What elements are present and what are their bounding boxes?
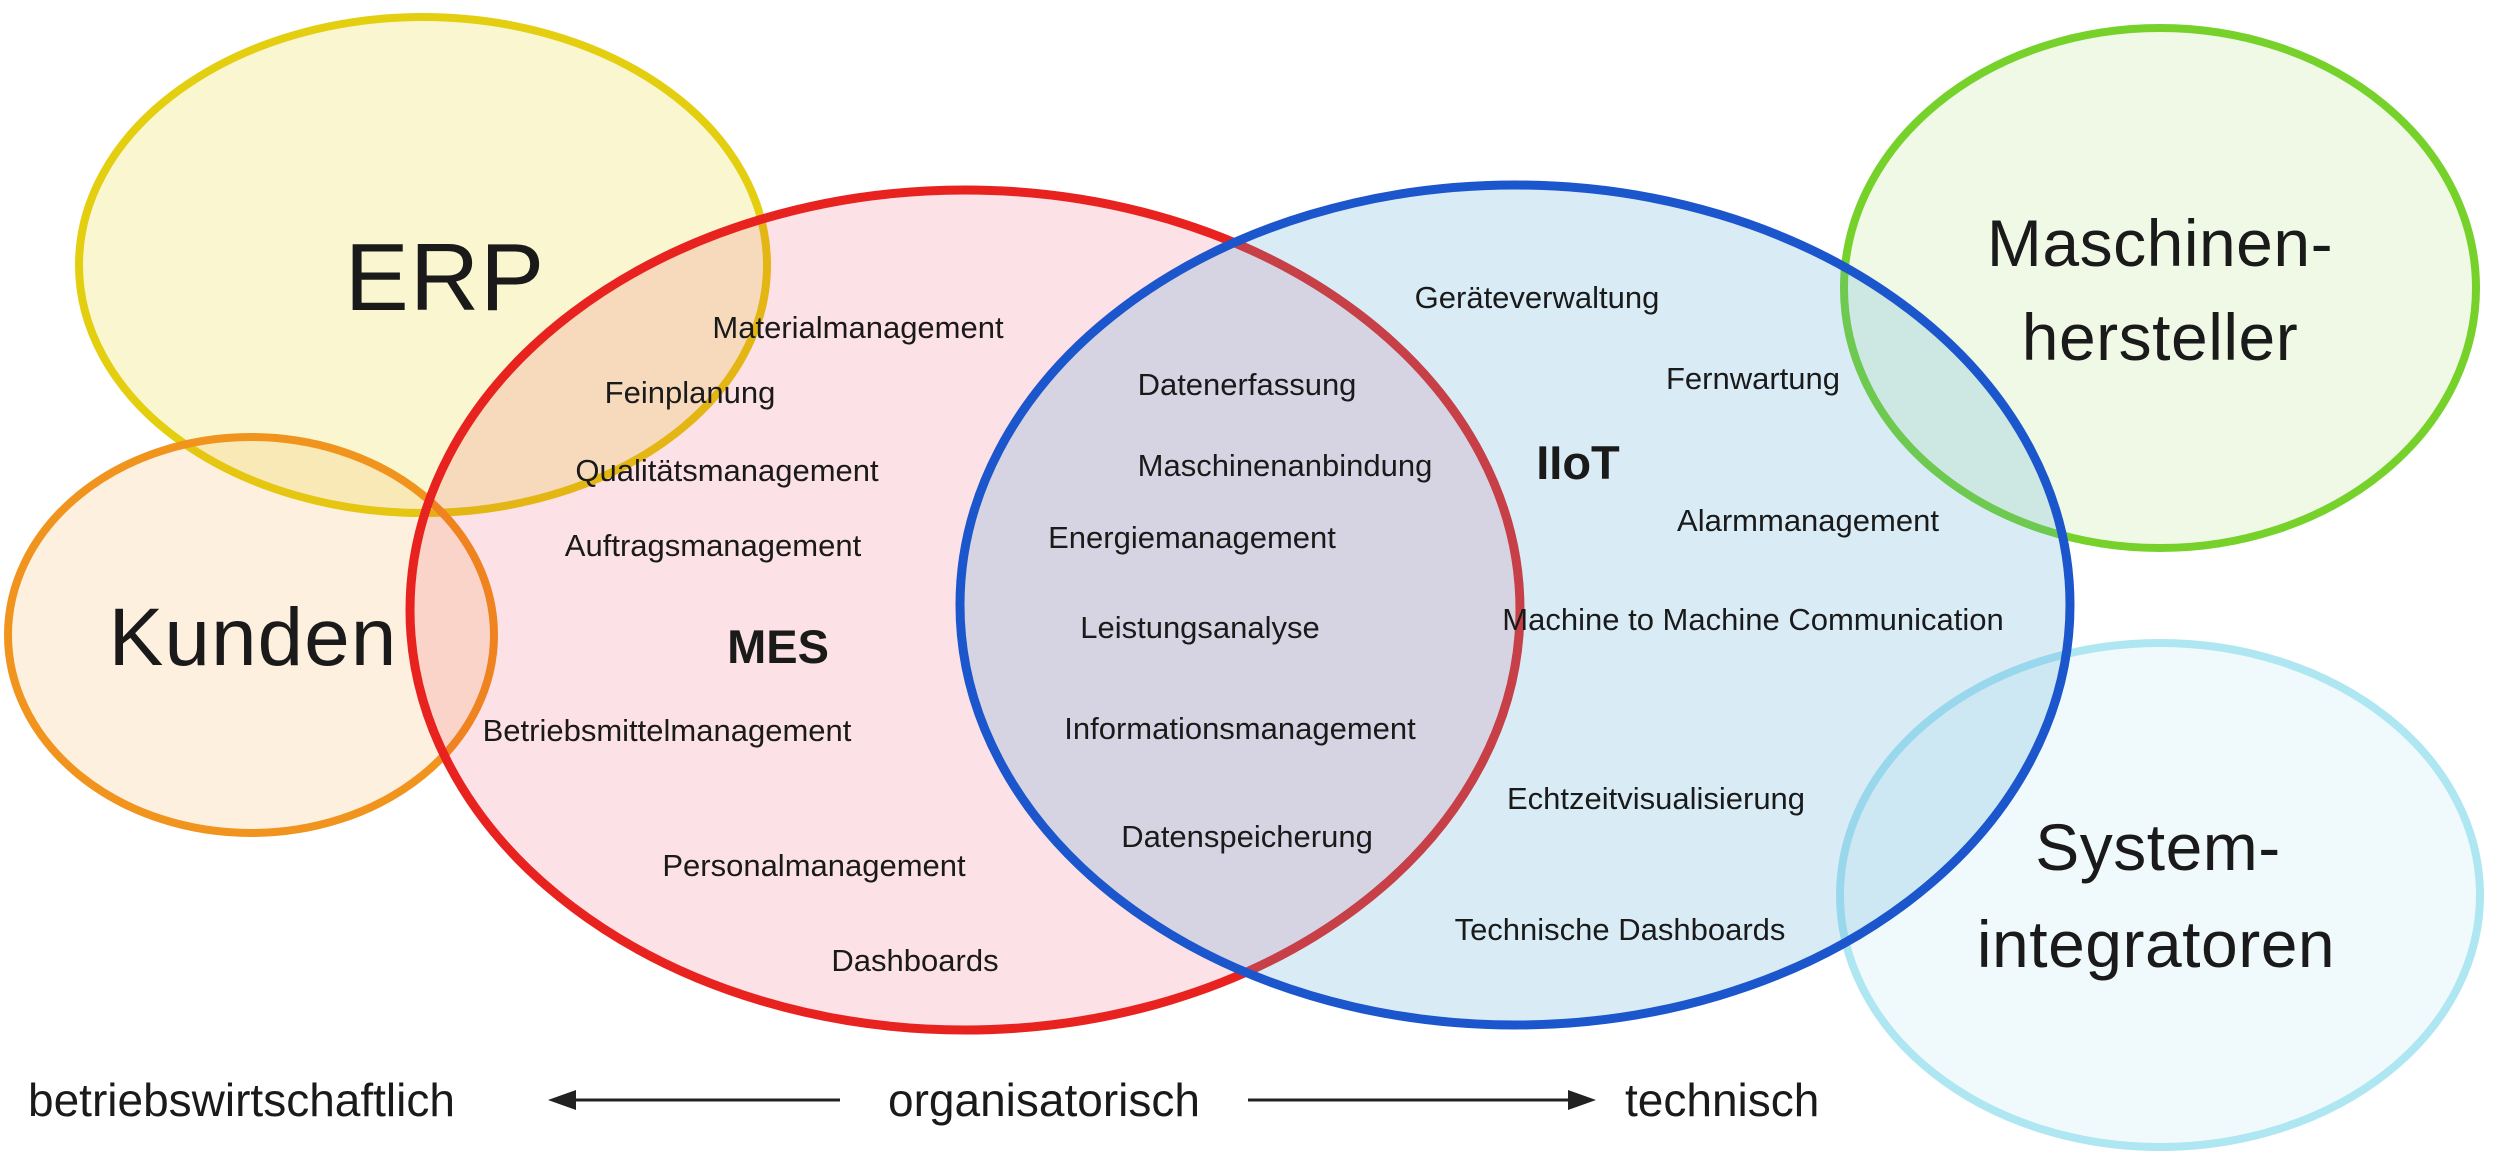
systemintegratoren-ellipse [1836, 639, 2484, 1151]
right-arrowhead-icon [1568, 1090, 1596, 1110]
erp-label: ERP [345, 224, 545, 331]
iiot-item: Echtzeitvisualisierung [1507, 781, 1805, 816]
mes-item: Feinplanung [605, 375, 776, 410]
iiot-item: Geräteverwaltung [1415, 280, 1660, 315]
axis-left-label: betriebswirtschaftlich [28, 1074, 455, 1126]
axis-group: betriebswirtschaftlich organisatorisch t… [28, 1074, 1819, 1126]
mes-item: Dashboards [831, 943, 998, 978]
mes-ellipse [405, 185, 1525, 1035]
mes-label: MES [727, 620, 829, 673]
mes-item: Betriebsmittelmanagement [483, 713, 852, 748]
maschinenhersteller-ellipse [1840, 24, 2480, 552]
shared-item: Datenspeicherung [1121, 819, 1373, 854]
mes-item: Materialmanagement [712, 310, 1004, 345]
iiot-ellipse [955, 180, 2075, 1030]
iiot-item: Fernwartung [1666, 361, 1840, 396]
mes-items-group: Materialmanagement Feinplanung Qualitäts… [483, 310, 1004, 978]
systemintegratoren-label-line2: integratoren [1977, 907, 2335, 981]
kunden-ellipse [4, 433, 498, 837]
shared-item: Informationsmanagement [1064, 711, 1416, 746]
kunden-label: Kunden [109, 592, 398, 683]
shared-item: Maschinenanbindung [1138, 448, 1433, 483]
shared-item: Leistungsanalyse [1080, 610, 1320, 645]
maschinenhersteller-label-line1: Maschinen- [1987, 206, 2333, 280]
iiot-label: IIoT [1536, 436, 1620, 489]
systemintegratoren-label-line1: System- [2035, 810, 2281, 884]
axis-center-label: organisatorisch [888, 1074, 1200, 1126]
iiot-item: Alarmmanagement [1677, 503, 1939, 538]
mes-item: Personalmanagement [662, 848, 966, 883]
maschinenhersteller-label-line2: hersteller [2022, 300, 2298, 374]
mes-item: Auftragsmanagement [565, 528, 862, 563]
axis-right-label: technisch [1625, 1074, 1819, 1126]
shared-item: Datenerfassung [1138, 367, 1357, 402]
shared-item: Energiemanagement [1048, 520, 1336, 555]
iiot-items-group: Geräteverwaltung Fernwartung IIoT Alarmm… [1415, 280, 2004, 947]
iiot-item: Machine to Machine Communication [1502, 602, 2003, 637]
left-arrowhead-icon [548, 1090, 576, 1110]
iiot-item: Technische Dashboards [1455, 912, 1786, 947]
mes-item: Qualitätsmanagement [575, 453, 879, 488]
shared-items-group: Datenerfassung Maschinenanbindung Energi… [1048, 367, 1432, 854]
